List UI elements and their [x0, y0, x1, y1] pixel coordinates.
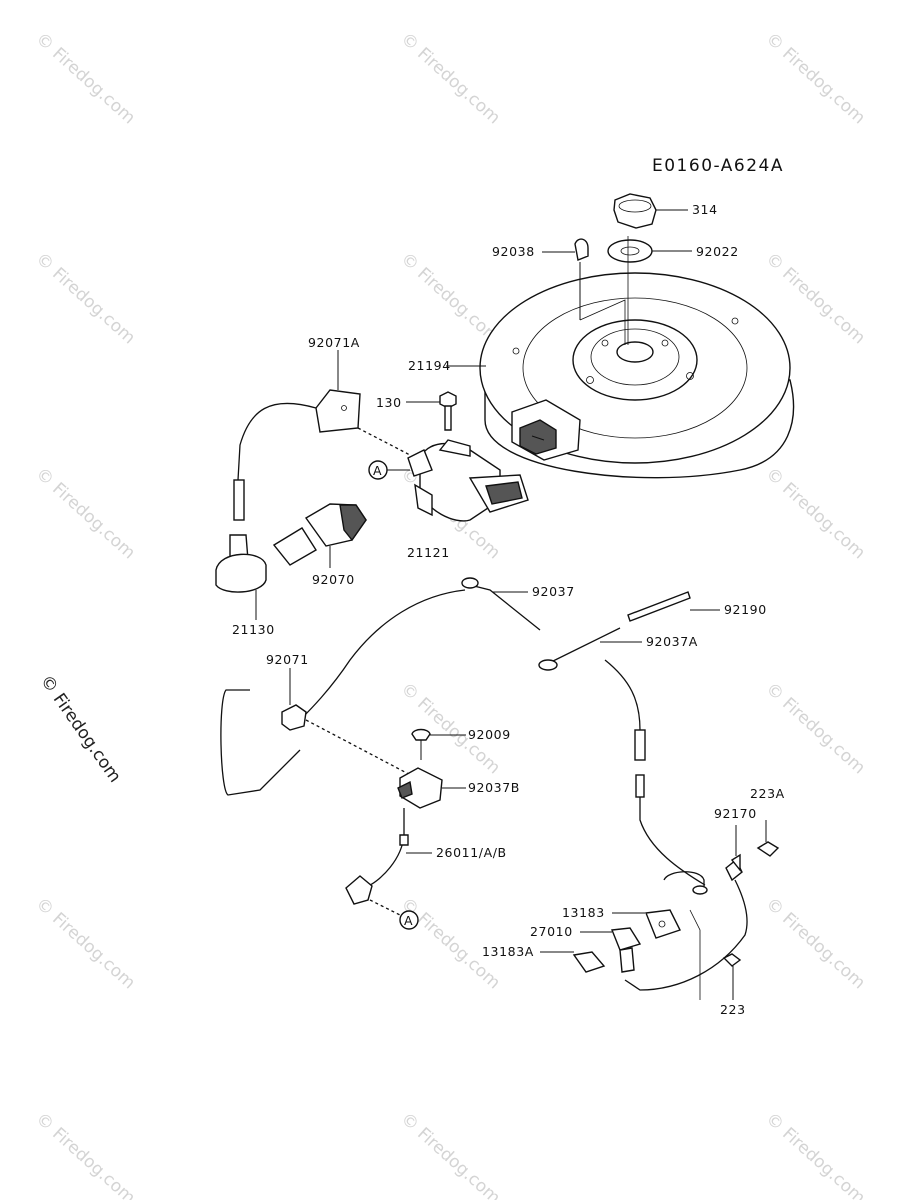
lead-sleeve	[233, 479, 245, 521]
ht-lead	[237, 402, 317, 481]
label-92037B: 92037B	[468, 780, 520, 795]
diagram-code: E0160-A624A	[652, 156, 784, 176]
label-26011: 26011/A/B	[436, 845, 507, 860]
label-27010: 27010	[530, 924, 573, 939]
label-92070: 92070	[312, 572, 355, 587]
label-223A: 223A	[750, 786, 785, 801]
lead-26011	[345, 808, 432, 916]
plug-cap-21130	[215, 534, 267, 620]
watermark: © Firedog.com	[32, 894, 139, 993]
label-92037A: 92037A	[646, 634, 698, 649]
washer-92022	[607, 239, 692, 263]
callout-marker-a: A	[399, 910, 419, 930]
bracket-92037B	[397, 767, 466, 809]
watermark: © Firedog.com	[762, 464, 869, 563]
watermark: © Firedog.com	[762, 29, 869, 128]
copyright-notice: © Firedog.com	[36, 671, 125, 786]
watermark: © Firedog.com	[397, 249, 504, 348]
cover-92071A	[315, 350, 411, 456]
key-92038	[542, 238, 589, 320]
wire-92190	[627, 591, 720, 622]
callout-marker-a-label: A	[404, 913, 413, 928]
stop-switch-assembly	[540, 820, 780, 1000]
watermark: © Firedog.com	[32, 249, 139, 348]
label-21194: 21194	[408, 358, 451, 373]
watermark: © Firedog.com	[762, 1109, 869, 1200]
label-92170: 92170	[714, 806, 757, 821]
ignition-coil-21121	[407, 439, 529, 522]
watermark: © Firedog.com	[32, 1109, 139, 1200]
label-92071A: 92071A	[308, 335, 360, 350]
wire-loop-92071	[220, 668, 421, 796]
part-labels: 314 92038 92022 92071A 21194 130 21121 9…	[232, 202, 785, 1017]
label-92071: 92071	[266, 652, 309, 667]
label-92038: 92038	[492, 244, 535, 259]
nut-314	[613, 193, 688, 229]
label-223: 223	[720, 1002, 746, 1017]
kill-wire	[299, 589, 466, 721]
label-13183A: 13183A	[482, 944, 534, 959]
watermark: © Firedog.com	[762, 679, 869, 778]
label-92022: 92022	[696, 244, 739, 259]
terminal-92037	[461, 577, 479, 589]
spark-plug-92070	[272, 503, 367, 568]
screw-92009	[411, 728, 466, 760]
watermark: © Firedog.com	[32, 29, 139, 128]
flywheel-21194	[479, 272, 795, 479]
callout-marker-a-label: A	[373, 463, 382, 478]
label-92037: 92037	[532, 584, 575, 599]
label-314: 314	[692, 202, 718, 217]
watermark: © Firedog.com	[32, 464, 139, 563]
label-13183: 13183	[562, 905, 605, 920]
label-21130: 21130	[232, 622, 275, 637]
watermark: © Firedog.com	[397, 29, 504, 128]
label-21121: 21121	[407, 545, 450, 560]
label-92009: 92009	[468, 727, 511, 742]
label-130: 130	[376, 395, 402, 410]
watermark: © Firedog.com	[762, 894, 869, 993]
label-92190: 92190	[724, 602, 767, 617]
callout-marker-a: A	[368, 460, 410, 480]
lead-92037A	[538, 627, 706, 886]
bolt-130	[406, 391, 457, 431]
watermark: © Firedog.com	[397, 1109, 504, 1200]
